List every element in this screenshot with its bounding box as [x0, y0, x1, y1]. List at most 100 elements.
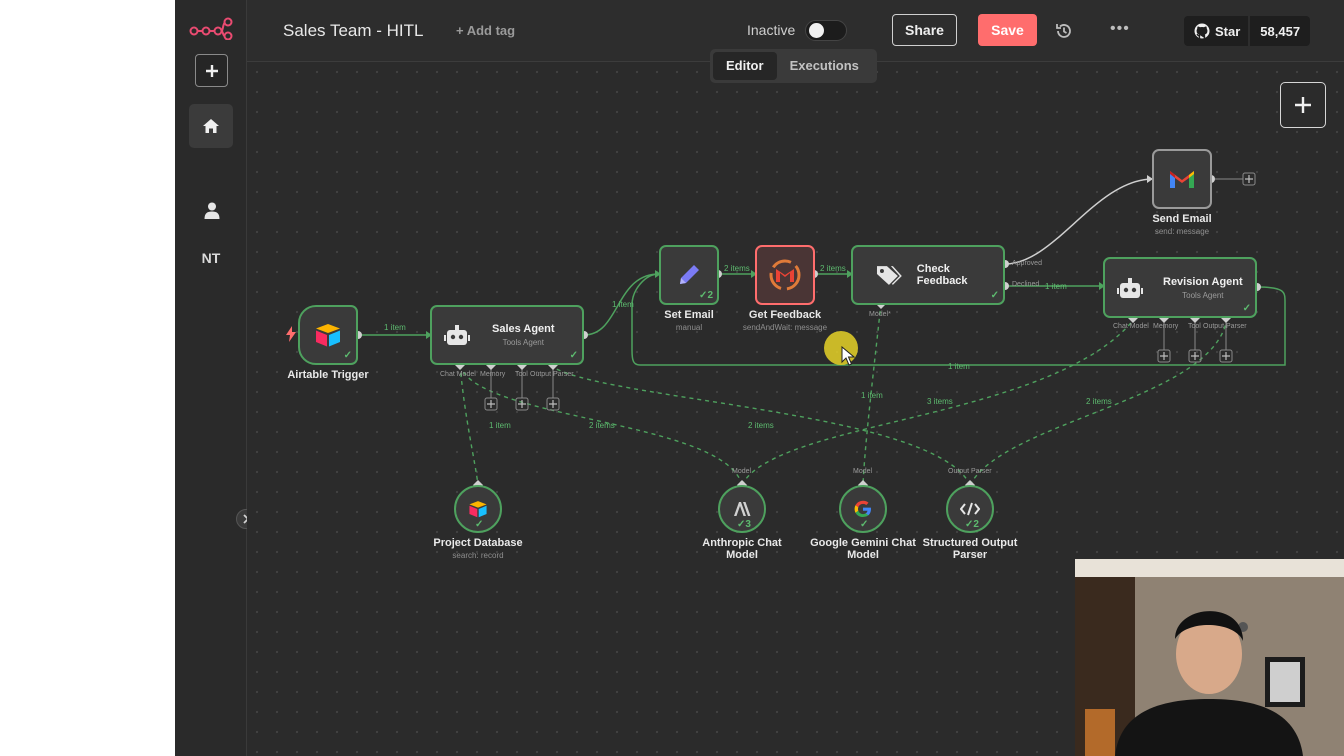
workflow-title[interactable]: Sales Team - HITL	[283, 21, 424, 40]
node-label: Google Gemini Chat Model	[798, 537, 928, 561]
robot-icon	[444, 325, 470, 345]
port-label-output-parser: Output Parser	[948, 468, 992, 475]
node-label-line1: Structured Output	[922, 537, 1018, 549]
plus-icon	[205, 64, 218, 77]
node-anthropic-chat-model[interactable]: ✓3	[718, 485, 766, 533]
wire-label: 1 item	[861, 391, 883, 400]
history-icon[interactable]	[1054, 21, 1074, 41]
node-text: Revision Agent Tools Agent	[1163, 276, 1243, 300]
active-toggle[interactable]	[805, 20, 847, 41]
node-label: Set Email	[664, 309, 714, 321]
save-button[interactable]: Save	[978, 14, 1037, 46]
share-button[interactable]: Share	[892, 14, 957, 46]
blank-margin	[0, 0, 175, 756]
user-initials[interactable]: NT	[201, 250, 221, 266]
node-structured-output-parser[interactable]: ✓2	[946, 485, 994, 533]
node-project-database[interactable]: ✓	[454, 485, 502, 533]
wire-approved-sendemail	[1004, 178, 1153, 265]
trigger-bolt-icon	[286, 326, 296, 342]
node-label: Airtable Trigger	[287, 369, 369, 381]
wire-agent-setemail	[583, 273, 660, 336]
add-tag-button[interactable]: + Add tag	[456, 23, 516, 38]
node-sublabel: send: message	[1154, 227, 1210, 236]
toggle-knob	[809, 23, 824, 38]
github-star[interactable]: Star 58,457	[1184, 16, 1311, 46]
airtable-icon	[469, 501, 487, 518]
mouse-cursor-icon	[841, 346, 855, 366]
success-check-icon: ✓	[475, 519, 484, 530]
wire-anthropic-sales	[459, 364, 743, 486]
item-count-badge: 2	[973, 519, 979, 530]
node-label-line2: Model	[847, 549, 879, 561]
wire-label: 1 item	[612, 300, 634, 309]
node-set-email[interactable]: ✓2	[659, 245, 719, 305]
node-revision-agent[interactable]: Revision Agent Tools Agent ✓	[1103, 257, 1257, 318]
webcam-overlay	[1075, 559, 1344, 756]
view-tabs: Editor Executions	[710, 49, 877, 83]
plus-icon	[1295, 97, 1311, 113]
tab-editor[interactable]: Editor	[713, 52, 777, 80]
port-label-output-parser: Output Parser	[1203, 323, 1247, 330]
wire-label: 1 item	[948, 362, 970, 371]
port-label-declined: Declined	[1012, 281, 1040, 288]
node-label: Project Database	[433, 537, 523, 549]
tag-icon	[876, 266, 902, 285]
github-star-button[interactable]: Star	[1184, 16, 1251, 46]
status-label: Inactive	[747, 22, 796, 38]
wire-gemini-check	[862, 302, 882, 486]
node-label: Anthropic Chat Model	[682, 537, 802, 561]
port-label-model: Model	[732, 468, 752, 475]
anthropic-icon	[734, 502, 751, 516]
user-button[interactable]	[195, 194, 228, 227]
wire-db	[459, 364, 479, 486]
home-button[interactable]	[189, 104, 233, 148]
success-check-icon: ✓	[1242, 303, 1251, 314]
port-label-model: Model*	[869, 311, 891, 318]
node-label-line1: Anthropic Chat	[702, 537, 782, 549]
create-button[interactable]	[195, 54, 228, 87]
pencil-icon	[680, 265, 699, 284]
star-label: Star	[1215, 23, 1241, 39]
node-get-feedback[interactable]	[755, 245, 815, 305]
port-label-output-parser: Output Parser	[530, 371, 574, 378]
n8n-logo-icon[interactable]	[189, 16, 233, 40]
port-label-chat-model: Chat Model	[440, 371, 476, 378]
node-label: Structured Output Parser	[910, 537, 1030, 561]
add-node-button[interactable]	[1280, 82, 1326, 128]
node-google-gemini-chat-model[interactable]: ✓	[839, 485, 887, 533]
node-check-feedback[interactable]: Check Feedback ✓	[851, 245, 1005, 305]
tab-executions[interactable]: Executions	[789, 58, 859, 73]
success-check-icon: ✓	[990, 290, 999, 301]
wire-label: 2 items	[589, 421, 615, 430]
star-count[interactable]: 58,457	[1250, 16, 1311, 46]
node-sublabel: search: record	[452, 551, 504, 560]
port-label-approved: Approved	[1012, 260, 1042, 267]
wire-label: 1 item	[384, 323, 406, 332]
wire-label: 2 items	[748, 421, 774, 430]
airtable-icon	[316, 324, 340, 347]
node-label: Send Email	[1152, 213, 1212, 225]
node-text: Check Feedback	[917, 263, 1003, 287]
wire-anthropic-revision	[741, 317, 1136, 486]
user-icon	[204, 202, 219, 219]
gmail-wait-icon	[769, 259, 801, 291]
port-label-tool: Tool	[1188, 323, 1201, 330]
google-icon	[854, 500, 871, 517]
cursor-highlight	[824, 331, 858, 365]
node-label: Get Feedback	[748, 309, 822, 321]
node-label-line1: Google Gemini Chat	[810, 537, 916, 549]
port-label-chat-model: Chat Model	[1113, 323, 1149, 330]
success-check-icon: ✓3	[737, 519, 751, 530]
node-send-email[interactable]	[1152, 149, 1212, 209]
node-title: Check Feedback	[916, 263, 968, 287]
node-label-line2: Parser	[952, 549, 988, 561]
node-airtable-trigger[interactable]: ✓	[298, 305, 358, 365]
node-sales-agent[interactable]: Sales Agent Tools Agent ✓	[430, 305, 584, 365]
node-label-line2: Model	[726, 549, 758, 561]
more-options-button[interactable]: •••	[1110, 20, 1130, 37]
success-check-icon: ✓2	[965, 519, 979, 530]
presenter-video	[1075, 559, 1344, 756]
wire-label: 2 items	[724, 264, 750, 273]
node-subtitle: Tools Agent	[502, 338, 544, 347]
header: Sales Team - HITL + Add tag Inactive Sha…	[247, 0, 1344, 62]
